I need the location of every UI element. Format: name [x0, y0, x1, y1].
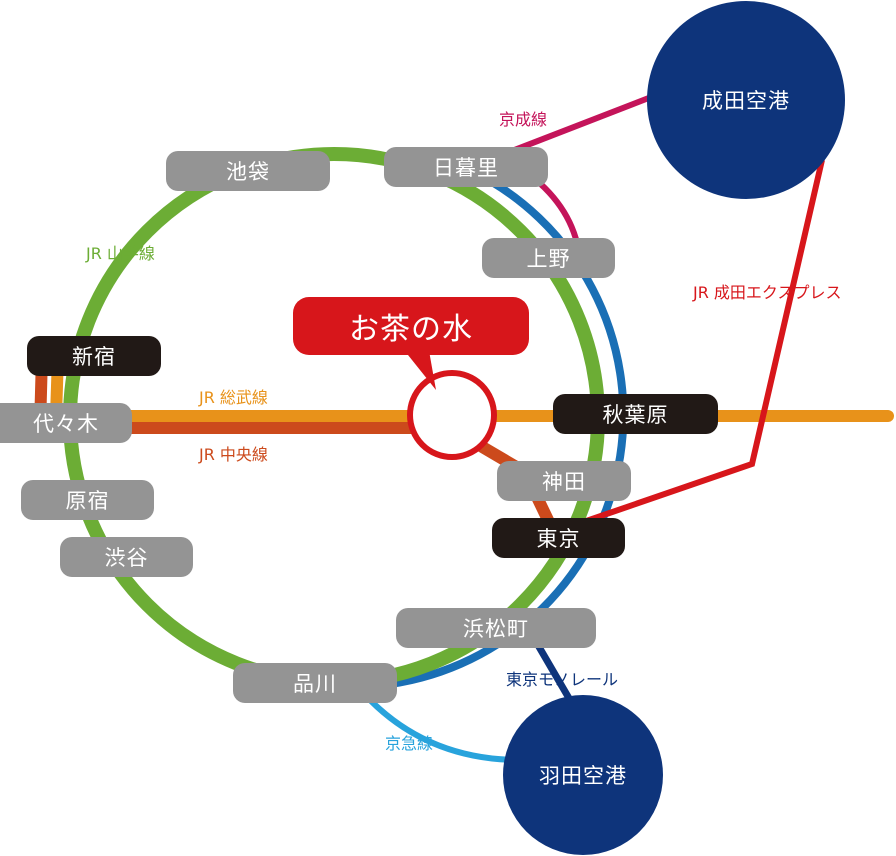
keihin-tohoku-line [389, 166, 628, 688]
station-akihabara[interactable]: 秋葉原 [553, 394, 718, 434]
station-nippori[interactable]: 日暮里 [384, 147, 548, 187]
station-yoyogi[interactable]: 代々木 [0, 403, 132, 443]
airport-narita[interactable]: 成田空港 [647, 1, 845, 199]
label-chuo: JR 中央線 [199, 445, 268, 464]
label-narita-express: JR 成田エクスプレス [693, 283, 842, 302]
station-shinjuku[interactable]: 新宿 [27, 336, 161, 376]
label-keisei: 京成線 [499, 110, 548, 129]
station-ikebukuro[interactable]: 池袋 [166, 151, 330, 191]
station-tokyo[interactable]: 東京 [492, 518, 625, 558]
keikyu-line [367, 697, 521, 763]
airport-haneda[interactable]: 羽田空港 [503, 695, 663, 855]
label-sobu: JR 総武線 [199, 388, 268, 407]
label-monorail: 東京モノレール [506, 670, 619, 689]
station-ueno[interactable]: 上野 [482, 238, 615, 278]
station-shinagawa[interactable]: 品川 [233, 663, 397, 703]
callout-pointer [400, 345, 436, 390]
station-harajuku[interactable]: 原宿 [21, 480, 154, 520]
label-keikyu: 京急線 [385, 734, 434, 753]
station-shibuya[interactable]: 渋谷 [60, 537, 193, 577]
ochanomizu-callout[interactable]: お茶の水 [293, 297, 529, 355]
narita-express-line [559, 159, 825, 533]
label-yamanote: JR 山手線 [86, 244, 155, 263]
station-hamamatsucho[interactable]: 浜松町 [396, 608, 596, 648]
station-kanda[interactable]: 神田 [497, 461, 631, 501]
ochanomizu-marker[interactable] [407, 370, 497, 460]
monorail-line [531, 638, 574, 702]
